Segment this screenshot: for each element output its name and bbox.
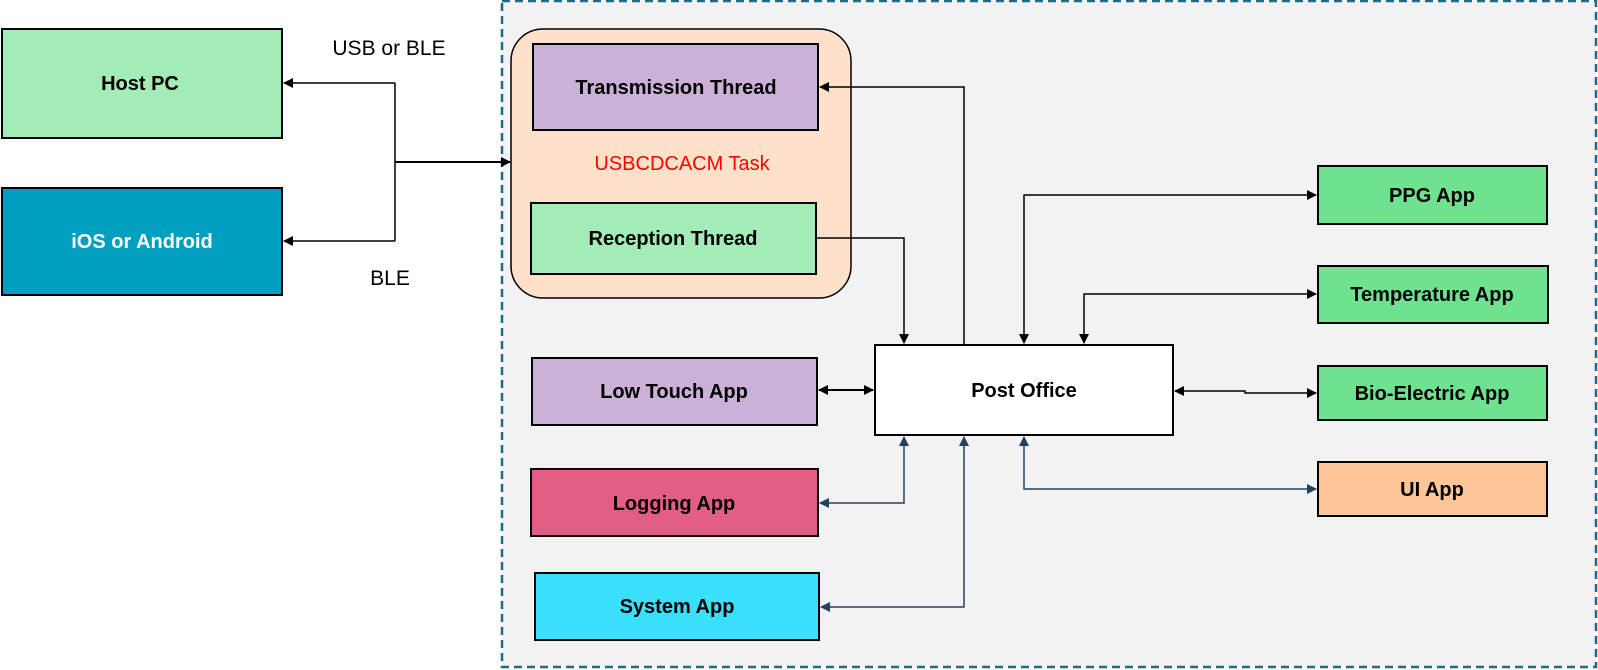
host-pc-label: Host PC [101, 73, 179, 95]
usbcdcacm-task-label: USBCDCACM Task [594, 153, 770, 175]
post-office-box: Post Office [874, 344, 1174, 436]
low-touch-app-box: Low Touch App [531, 357, 818, 426]
connector-ppg-post-office [1019, 190, 1317, 344]
ui-app-box: UI App [1317, 461, 1548, 517]
temperature-app-box: Temperature App [1317, 265, 1549, 324]
ios-android-label: iOS or Android [71, 231, 212, 253]
connector-ui-app-post-office [1019, 436, 1317, 494]
logging-app-label: Logging App [613, 493, 736, 515]
bio-electric-app-box: Bio-Electric App [1317, 365, 1548, 421]
connector-bio-electric-post-office [1174, 386, 1317, 398]
logging-app-box: Logging App [530, 468, 819, 537]
transmission-thread-box: Transmission Thread [532, 43, 819, 131]
reception-thread-label: Reception Thread [589, 228, 758, 250]
usb-or-ble-label: USB or BLE [332, 37, 445, 60]
reception-thread-box: Reception Thread [530, 202, 817, 275]
ppg-app-box: PPG App [1317, 165, 1548, 225]
ios-android-box: iOS or Android [1, 187, 283, 296]
connector-temperature-post-office [1079, 289, 1317, 344]
ui-app-label: UI App [1400, 479, 1464, 501]
connector-system-post-office [820, 436, 969, 612]
temperature-app-label: Temperature App [1350, 284, 1513, 306]
host-pc-box: Host PC [1, 28, 283, 139]
ppg-app-label: PPG App [1389, 185, 1475, 207]
connector-reception-to-post-office [817, 237, 909, 344]
bio-electric-app-label: Bio-Electric App [1355, 383, 1510, 405]
transmission-thread-label: Transmission Thread [575, 77, 776, 99]
low-touch-app-label: Low Touch App [600, 381, 748, 403]
post-office-label: Post Office [971, 380, 1077, 402]
system-app-label: System App [620, 596, 735, 618]
system-app-box: System App [534, 572, 820, 641]
ble-label: BLE [370, 267, 410, 290]
connector-post-office-to-transmission [819, 82, 965, 345]
